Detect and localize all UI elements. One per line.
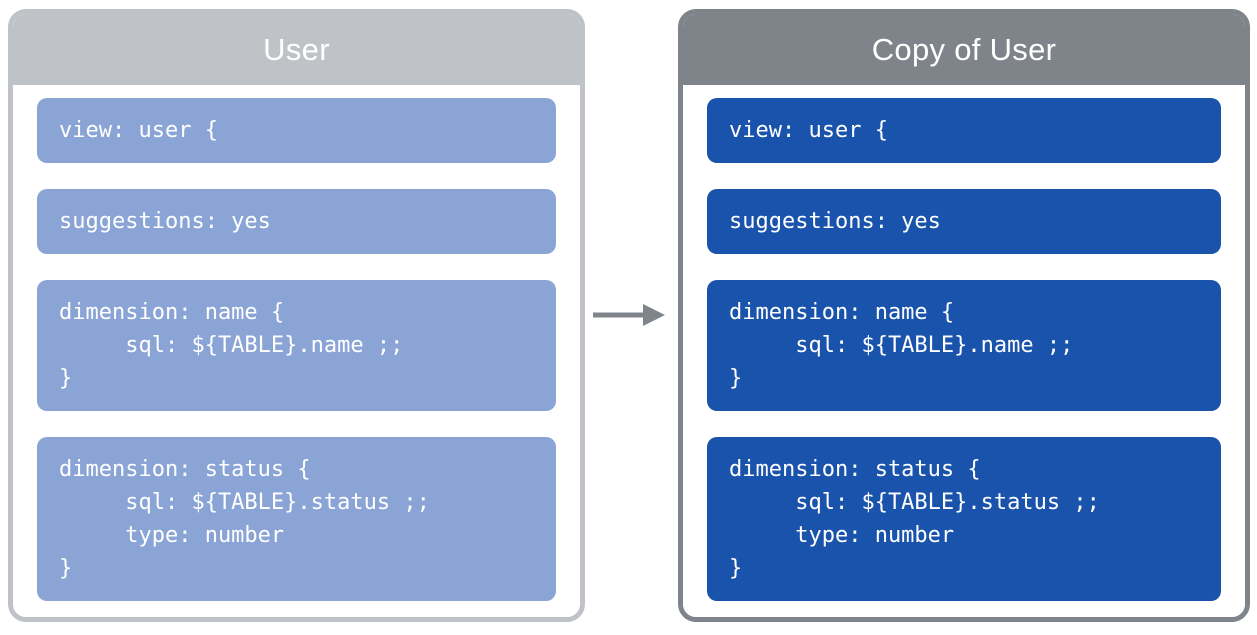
panel-copy-of-user-header: Copy of User	[683, 14, 1245, 85]
panel-user-title: User	[263, 31, 330, 67]
panel-copy-of-user: Copy of User view: user { suggestions: ye…	[678, 9, 1250, 622]
code-block-text: view: user {	[59, 118, 218, 143]
panel-user-body: view: user { suggestions: yes dimension: n…	[13, 85, 580, 613]
code-block: suggestions: yes	[707, 189, 1221, 254]
code-block-text: dimension: name { sql: ${TABLE}.name ;; …	[59, 300, 404, 391]
code-block: view: user {	[707, 98, 1221, 163]
code-block: dimension: name { sql: ${TABLE}.name ;; …	[37, 280, 556, 411]
code-block-text: suggestions: yes	[59, 209, 271, 234]
code-block: dimension: name { sql: ${TABLE}.name ;; …	[707, 280, 1221, 411]
code-block-text: dimension: status { sql: ${TABLE}.status…	[59, 457, 430, 581]
code-block-text: dimension: status { sql: ${TABLE}.status…	[729, 457, 1100, 581]
code-block-text: suggestions: yes	[729, 209, 941, 234]
code-block-text: view: user {	[729, 118, 888, 143]
code-block-text: dimension: name { sql: ${TABLE}.name ;; …	[729, 300, 1074, 391]
code-block: dimension: status { sql: ${TABLE}.status…	[707, 437, 1221, 601]
copy-arrow	[592, 301, 666, 329]
code-block: dimension: status { sql: ${TABLE}.status…	[37, 437, 556, 601]
panel-copy-of-user-title: Copy of User	[871, 31, 1057, 67]
panel-copy-of-user-body: view: user { suggestions: yes dimension: n…	[683, 85, 1245, 613]
code-block: suggestions: yes	[37, 189, 556, 254]
code-block: view: user {	[37, 98, 556, 163]
panel-user-header: User	[13, 14, 580, 85]
right-arrow-icon	[593, 304, 665, 326]
panel-user: User view: user { suggestions: yes dimensi…	[8, 9, 585, 622]
